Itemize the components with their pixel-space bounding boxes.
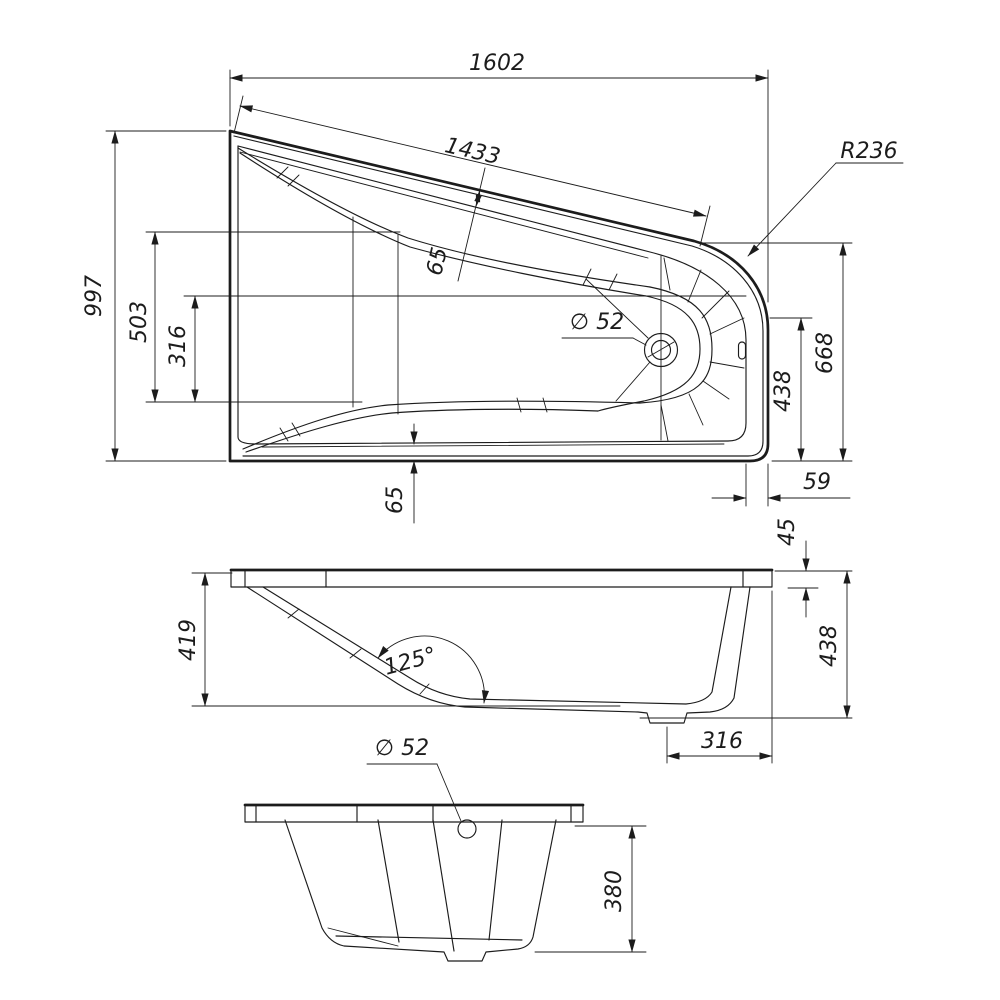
floor-edge-inner (597, 295, 701, 412)
dim-rim-45: 45 (774, 518, 853, 618)
dim-height-438: 438 (639, 570, 853, 719)
basin-opening-double-top (239, 151, 649, 259)
dim-drain-end: ∅ 52 (366, 736, 462, 822)
band-ticks (276, 166, 618, 442)
drain-inner-circle (650, 339, 672, 361)
dim-height-380: 380 (534, 825, 647, 953)
dim-rim-45-value: 45 (775, 518, 800, 546)
dim-base-316: 316 (666, 590, 773, 764)
dim-rim-bottom-65-value: 65 (383, 486, 408, 514)
dim-width-503-value: 503 (127, 301, 152, 343)
dim-angle-125: 125° (377, 635, 490, 704)
dim-edge-59: 59 (711, 463, 851, 507)
dim-drain-top-value: ∅ 52 (570, 310, 624, 335)
dim-opening-length-value: 1433 (442, 133, 502, 170)
dim-corner-radius-value: R236 (840, 139, 897, 164)
dim-overall-length: 1602 (229, 51, 769, 303)
dim-rim-top-65-value: 65 (422, 245, 453, 278)
dim-drain-end-value: ∅ 52 (375, 736, 429, 761)
drain (643, 255, 679, 441)
dim-depth-419: 419 (176, 572, 621, 707)
corner-fan-lines (585, 257, 745, 442)
dim-rim-bottom-65: 65 (383, 423, 418, 524)
dim-right-668: 668 (697, 242, 853, 462)
dim-overall-length-value: 1602 (469, 51, 525, 76)
end-floor-chamfer (327, 927, 399, 947)
dim-angle-125-value: 125° (381, 643, 439, 681)
dim-overall-width-value: 997 (82, 275, 107, 317)
dim-right-668-value: 668 (813, 332, 838, 374)
dim-rim-top-65: 65 (422, 167, 486, 282)
dim-height-380-value: 380 (602, 870, 627, 912)
side-view: 419 125° 45 438 316 (176, 518, 853, 764)
dim-overall-width: 997 (82, 130, 227, 462)
dim-base-316-value: 316 (701, 729, 743, 754)
side-rim-caps (230, 569, 773, 588)
dim-width-503: 503 (127, 231, 401, 403)
side-wall-outer (246, 586, 751, 724)
end-floor-inner (335, 935, 523, 941)
rim-lip-line (233, 135, 764, 457)
backrest-band-lower-1 (242, 400, 641, 450)
drain-slot (647, 341, 675, 358)
dim-width-316: 316 (166, 295, 747, 403)
dim-right-438: 438 (769, 317, 813, 462)
dim-right-438-value: 438 (771, 370, 796, 412)
dim-corner-radius: R236 (747, 139, 904, 257)
floor-edge-outer (639, 286, 713, 404)
backrest-band-lower-2 (245, 408, 599, 453)
basin-opening-edge (237, 145, 747, 445)
end-interior-walls (377, 819, 503, 952)
dim-height-438-value: 438 (817, 625, 842, 667)
top-view: 1602 1433 997 503 316 (82, 51, 904, 524)
drain-outer-circle (643, 332, 679, 368)
dim-width-316-value: 316 (166, 325, 191, 367)
end-rim-caps (244, 804, 584, 823)
side-wall-inner (262, 586, 732, 705)
end-drain-hole (457, 819, 477, 839)
end-body-outline (284, 819, 557, 962)
dim-edge-59-value: 59 (803, 470, 831, 495)
dim-drain-top: ∅ 52 (561, 310, 647, 346)
end-view: ∅ 52 380 (243, 736, 647, 962)
tub-outer-outline (228, 129, 770, 463)
overflow-hole (737, 341, 747, 360)
basin-opening-double-bottom (261, 443, 725, 448)
dim-opening-length: 1433 (233, 95, 711, 247)
dim-depth-419-value: 419 (176, 619, 201, 661)
